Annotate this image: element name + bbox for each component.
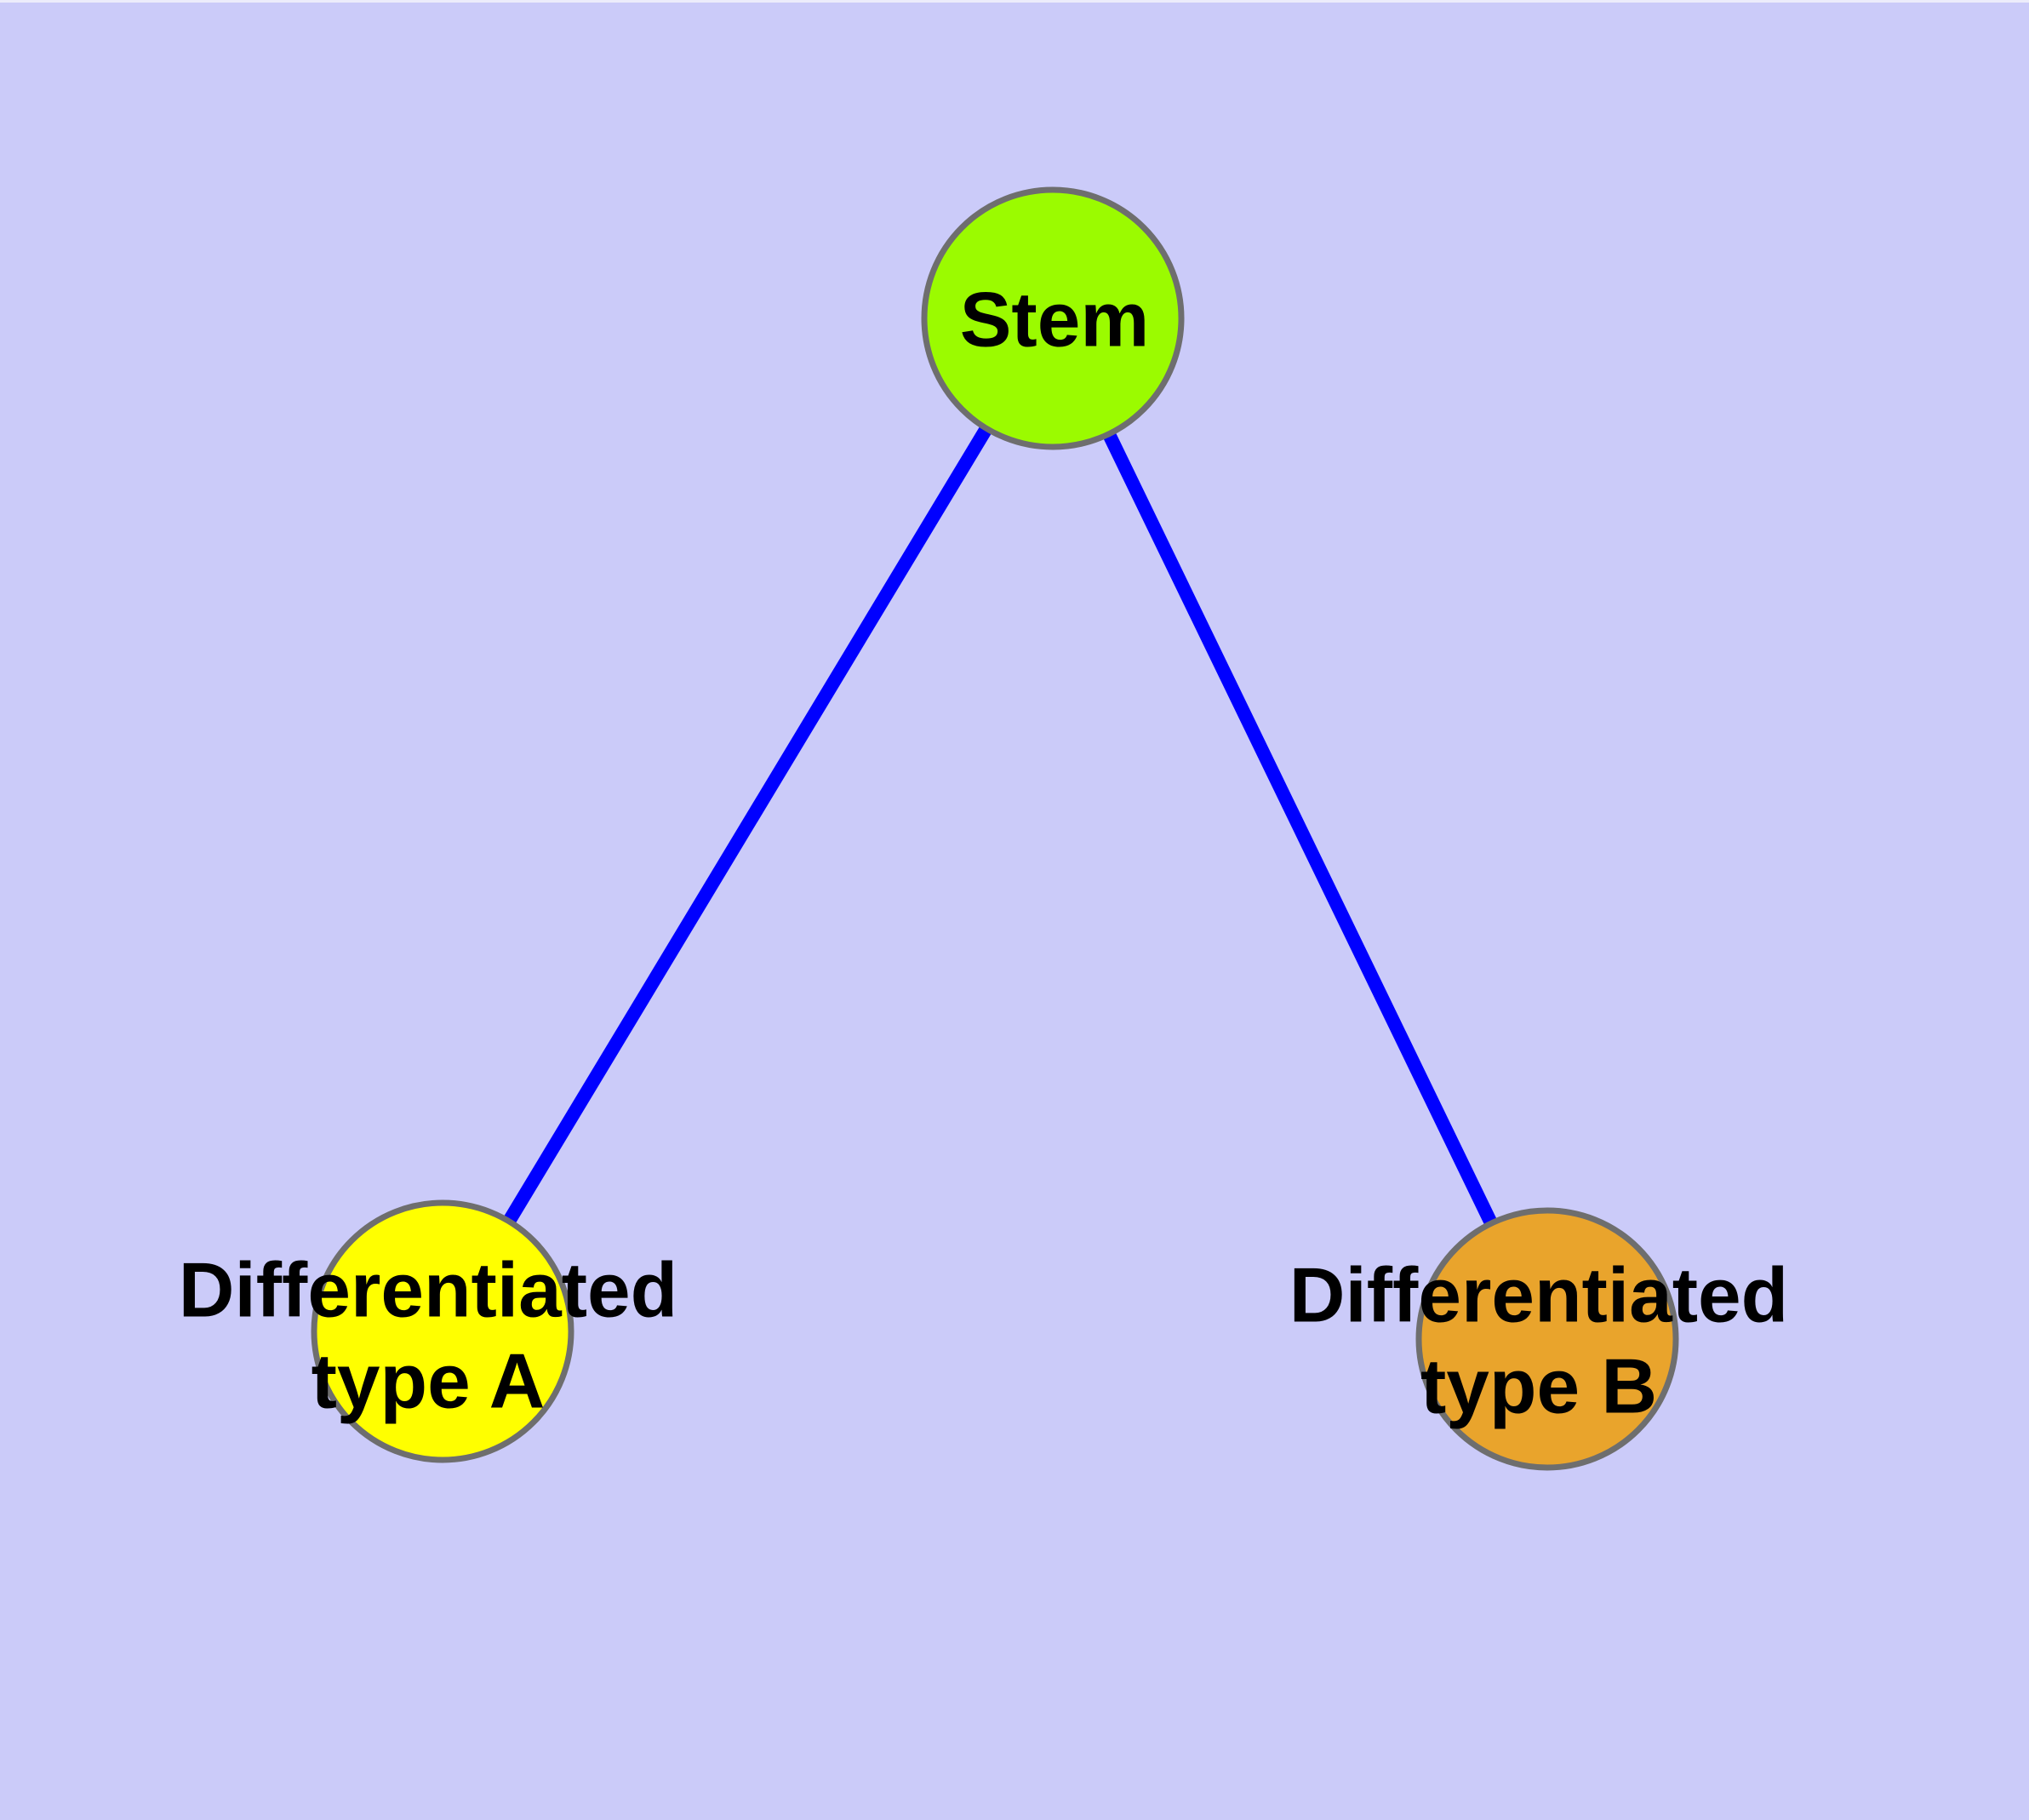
node-type-a [311, 1199, 574, 1463]
node-label-stem: Stem [959, 277, 1150, 363]
node-type-b [1415, 1207, 1679, 1471]
edge-stem-type-b [1046, 315, 1554, 1342]
node-label-type-a: Differentiated type A [178, 1247, 678, 1425]
canvas-top-edge [0, 0, 2029, 3]
node-label-type-b: Differentiated type B [1289, 1252, 1789, 1430]
edge-stem-type-a [437, 314, 1059, 1336]
node-stem [921, 186, 1185, 450]
